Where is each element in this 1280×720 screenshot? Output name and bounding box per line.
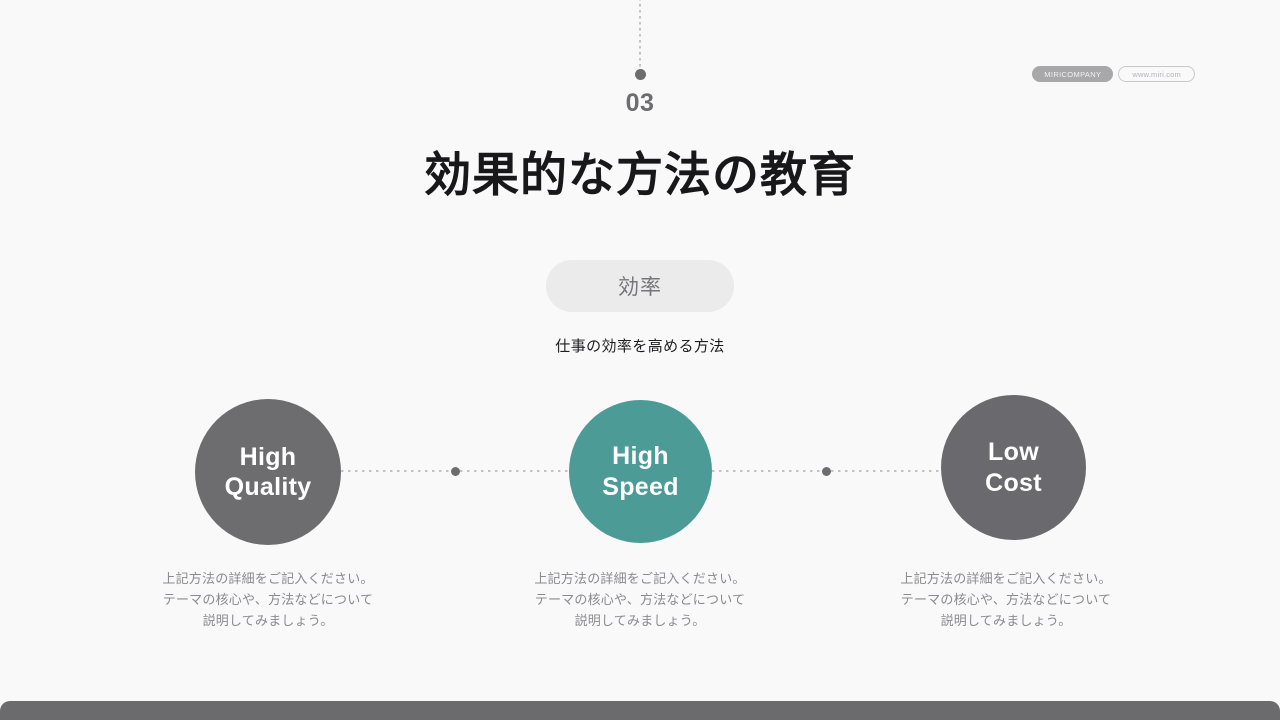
circle-node-high-speed[interactable]: High Speed bbox=[569, 400, 712, 543]
caption-line2: テーマの核心や、方法などについて bbox=[534, 592, 746, 608]
circle-label-line2: Cost bbox=[985, 468, 1042, 497]
caption-high-speed: 上記方法の詳細をご記入ください。 テーマの核心や、方法などについて 説明してみま… bbox=[490, 568, 790, 631]
caption-line3: 説明してみましょう。 bbox=[574, 613, 706, 629]
section-number: 03 bbox=[625, 89, 655, 117]
circle-label-line1: Low bbox=[988, 438, 1039, 466]
subtitle: 仕事の効率を高める方法 bbox=[555, 338, 725, 355]
circle-label-line2: Speed bbox=[602, 472, 679, 501]
topic-tag-pill: 効率 bbox=[546, 260, 734, 312]
vertical-dotted-line bbox=[639, 0, 641, 68]
caption-line1: 上記方法の詳細をご記入ください。 bbox=[900, 571, 1112, 586]
caption-line3: 説明してみましょう。 bbox=[202, 613, 334, 629]
circle-node-high-quality[interactable]: High Quality bbox=[195, 399, 341, 545]
company-name-badge: MIRICOMPANY bbox=[1032, 66, 1114, 82]
caption-line2: テーマの核心や、方法などについて bbox=[162, 592, 374, 608]
circle-node-low-cost[interactable]: Low Cost bbox=[941, 395, 1086, 540]
caption-line1: 上記方法の詳細をご記入ください。 bbox=[162, 571, 374, 586]
caption-high-quality: 上記方法の詳細をご記入ください。 テーマの核心や、方法などについて 説明してみま… bbox=[118, 568, 418, 631]
circle-label: High Quality bbox=[225, 442, 312, 503]
brand-badge-group: MIRICOMPANY www.miri.com bbox=[1032, 66, 1195, 82]
bottom-accent-bar bbox=[0, 701, 1280, 720]
stem-end-dot-icon bbox=[634, 69, 646, 80]
website-url-badge: www.miri.com bbox=[1118, 66, 1195, 82]
circle-label-line1: High bbox=[612, 442, 669, 470]
caption-line1: 上記方法の詳細をご記入ください。 bbox=[534, 571, 746, 586]
caption-line3: 説明してみましょう。 bbox=[940, 613, 1072, 629]
connector-rail-left bbox=[341, 466, 569, 476]
caption-low-cost: 上記方法の詳細をご記入ください。 テーマの核心や、方法などについて 説明してみま… bbox=[856, 568, 1156, 631]
caption-line2: テーマの核心や、方法などについて bbox=[900, 592, 1112, 608]
circle-label: Low Cost bbox=[985, 437, 1042, 498]
connector-midpoint-dot-icon bbox=[821, 466, 831, 476]
circle-label: High Speed bbox=[602, 441, 679, 502]
page-title: 効果的な方法の教育 bbox=[424, 148, 856, 201]
circle-label-line2: Quality bbox=[224, 473, 312, 501]
circle-label-line1: High bbox=[239, 442, 297, 471]
connector-midpoint-dot-icon bbox=[450, 466, 460, 476]
connector-rail-right bbox=[712, 466, 940, 476]
